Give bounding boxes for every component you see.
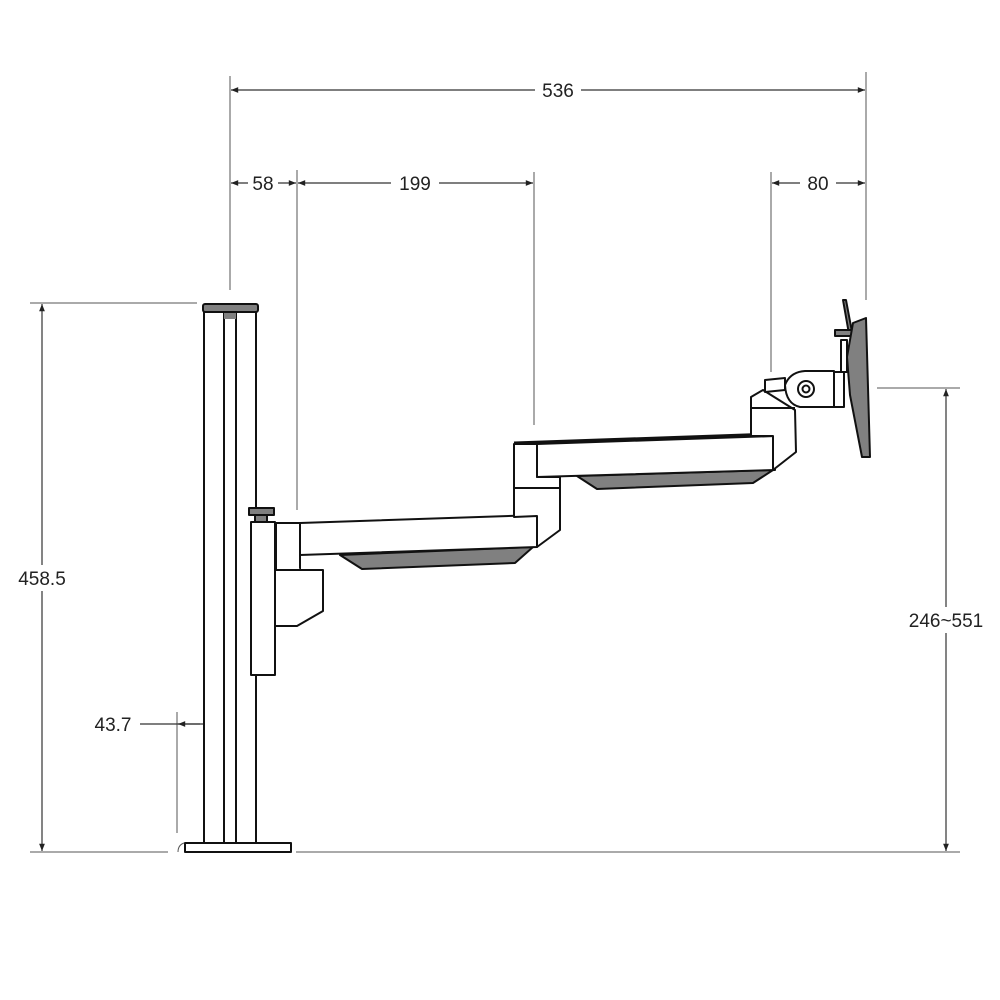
monitor bbox=[834, 299, 871, 458]
dimension-246-551: 246~551 bbox=[900, 389, 996, 851]
second-arm bbox=[513, 432, 776, 490]
dimension-199: 199 bbox=[298, 172, 533, 195]
extension-lines bbox=[30, 72, 960, 853]
dimension-58: 58 bbox=[231, 172, 296, 195]
tilt-head bbox=[764, 339, 848, 408]
tilt-knob-icon bbox=[797, 380, 815, 398]
dimension-label-246-551: 246~551 bbox=[909, 611, 984, 632]
pole-cap bbox=[202, 303, 259, 313]
dimension-label-80: 80 bbox=[807, 174, 828, 195]
pole-clamp bbox=[248, 507, 324, 676]
dimension-label-58: 58 bbox=[252, 174, 273, 195]
dimension-label-43-7: 43.7 bbox=[95, 715, 132, 736]
head-joint bbox=[750, 389, 797, 471]
dimension-label-199: 199 bbox=[399, 174, 431, 195]
dimension-label-458-5: 458.5 bbox=[18, 569, 66, 590]
dimension-label-536: 536 bbox=[542, 81, 574, 102]
dimension-458-5: 458.5 bbox=[6, 304, 78, 851]
dimension-80: 80 bbox=[772, 172, 865, 195]
first-arm bbox=[299, 514, 538, 570]
base-plate bbox=[184, 842, 292, 853]
pole bbox=[177, 303, 292, 853]
dimension-536: 536 bbox=[231, 78, 865, 102]
